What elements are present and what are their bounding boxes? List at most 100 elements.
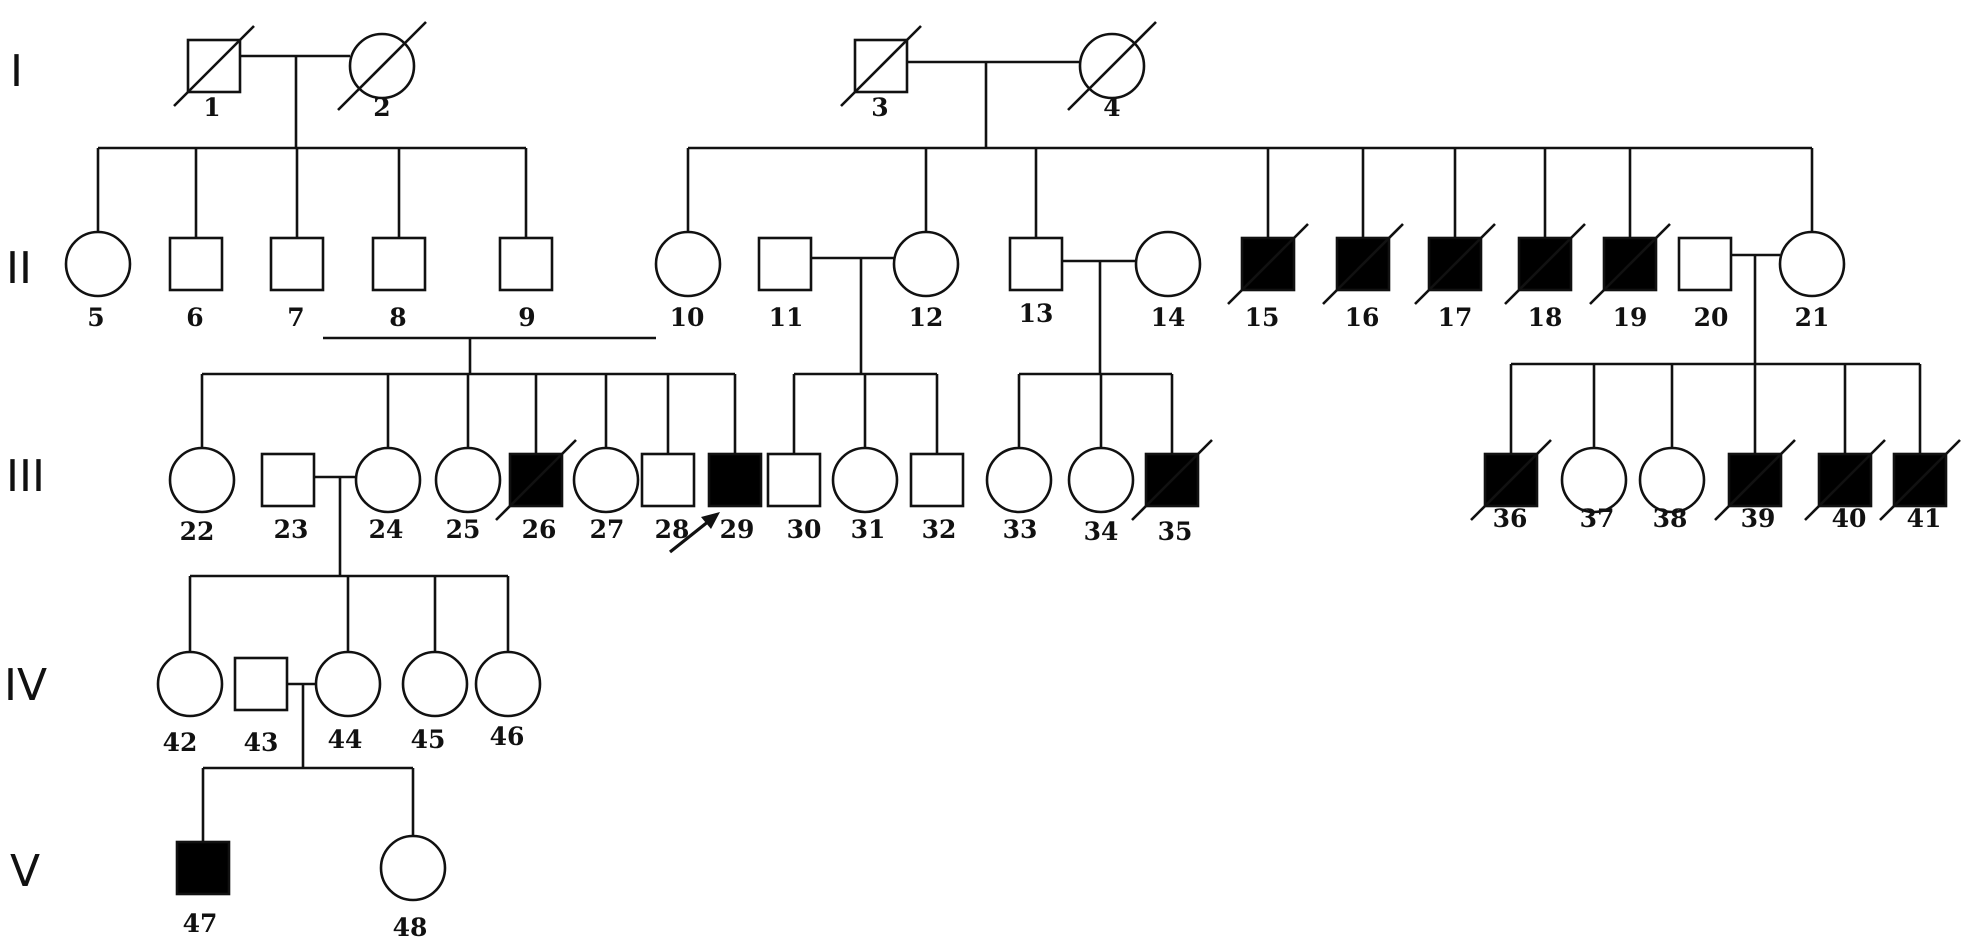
generation-label-III: III [6,451,45,502]
individual-label-34: 34 [1084,517,1119,546]
deceased-slash-35 [1131,439,1213,521]
female-symbol-48 [379,834,447,902]
individual-label-40: 40 [1832,504,1867,533]
female-symbol-21 [1778,230,1846,298]
individual-label-23: 23 [274,515,309,544]
individual-label-44: 44 [328,725,363,754]
male-symbol-47 [175,840,231,896]
individual-label-1: 1 [203,93,220,122]
deceased-slash-3 [840,25,922,107]
individual-label-19: 19 [1613,303,1648,332]
individual-label-15: 15 [1245,303,1280,332]
male-symbol-8 [371,236,427,292]
male-symbol-13 [1008,236,1064,292]
markers [669,512,720,554]
individual-label-20: 20 [1694,303,1729,332]
deceased-slash-26 [495,439,577,521]
female-symbol-25 [434,446,502,514]
individual-label-46: 46 [490,722,525,751]
female-symbol-42 [156,650,224,718]
generation-label-I: I [10,46,23,97]
deceased-slash-19 [1589,223,1671,305]
generation-labels: I II III IV V [4,46,47,897]
individual-label-47: 47 [183,909,218,938]
deceased-slash-18 [1504,223,1586,305]
individual-label-42: 42 [163,728,198,757]
individual-label-22: 22 [180,517,215,546]
deceased-slash-1 [173,25,255,107]
female-symbol-12 [892,230,960,298]
individual-label-2: 2 [373,93,390,122]
female-symbol-33 [985,446,1053,514]
female-symbol-14 [1134,230,1202,298]
individual-label-17: 17 [1438,303,1473,332]
individual-label-29: 29 [720,515,755,544]
individual-label-13: 13 [1019,299,1054,328]
female-symbol-31 [831,446,899,514]
individual-label-30: 30 [787,515,822,544]
male-symbol-32 [909,452,965,508]
individual-label-3: 3 [871,93,888,122]
female-symbol-22 [168,446,236,514]
female-symbol-37 [1560,446,1628,514]
individual-symbols [64,21,1961,902]
individual-label-36: 36 [1493,504,1528,533]
deceased-slash-36 [1470,439,1552,521]
individual-label-37: 37 [1580,504,1615,533]
individual-label-12: 12 [909,303,944,332]
individual-label-45: 45 [411,725,446,754]
female-symbol-27 [572,446,640,514]
male-symbol-20 [1677,236,1733,292]
individual-label-32: 32 [922,515,957,544]
male-symbol-9 [498,236,554,292]
male-symbol-23 [260,452,316,508]
female-symbol-34 [1067,446,1135,514]
individual-label-43: 43 [244,728,279,757]
female-symbol-44 [314,650,382,718]
female-symbol-24 [354,446,422,514]
individual-label-7: 7 [287,303,304,332]
deceased-slash-4 [1067,21,1157,111]
individual-label-27: 27 [590,515,625,544]
female-symbol-10 [654,230,722,298]
female-symbol-5 [64,230,132,298]
deceased-slash-39 [1714,439,1796,521]
generation-label-IV: IV [4,660,47,711]
individual-label-35: 35 [1158,517,1193,546]
relationship-lines [96,54,1922,842]
deceased-slash-40 [1804,439,1886,521]
female-symbol-46 [474,650,542,718]
individual-label-8: 8 [389,303,406,332]
male-symbol-11 [757,236,813,292]
individual-label-41: 41 [1907,504,1942,533]
individual-label-31: 31 [851,515,886,544]
female-symbol-45 [401,650,469,718]
male-symbol-6 [168,236,224,292]
deceased-slash-15 [1227,223,1309,305]
deceased-slash-2 [337,21,427,111]
individual-label-33: 33 [1003,515,1038,544]
male-symbol-30 [766,452,822,508]
male-symbol-43 [233,656,289,712]
female-symbol-38 [1638,446,1706,514]
male-symbol-29 [707,452,763,508]
individual-label-5: 5 [87,303,104,332]
individual-label-14: 14 [1151,303,1186,332]
individual-label-21: 21 [1795,303,1830,332]
deceased-slash-16 [1322,223,1404,305]
individual-label-6: 6 [186,303,203,332]
individual-label-38: 38 [1653,504,1688,533]
generation-label-V: V [10,846,40,897]
individual-label-26: 26 [522,515,557,544]
generation-label-II: II [6,243,32,294]
individual-label-10: 10 [670,303,705,332]
individual-label-9: 9 [518,303,535,332]
individual-label-48: 48 [393,913,428,941]
proband-arrow-icon [701,512,720,529]
deceased-slash-41 [1879,439,1961,521]
individual-label-4: 4 [1103,93,1120,122]
deceased-slash-17 [1414,223,1496,305]
male-symbol-28 [640,452,696,508]
